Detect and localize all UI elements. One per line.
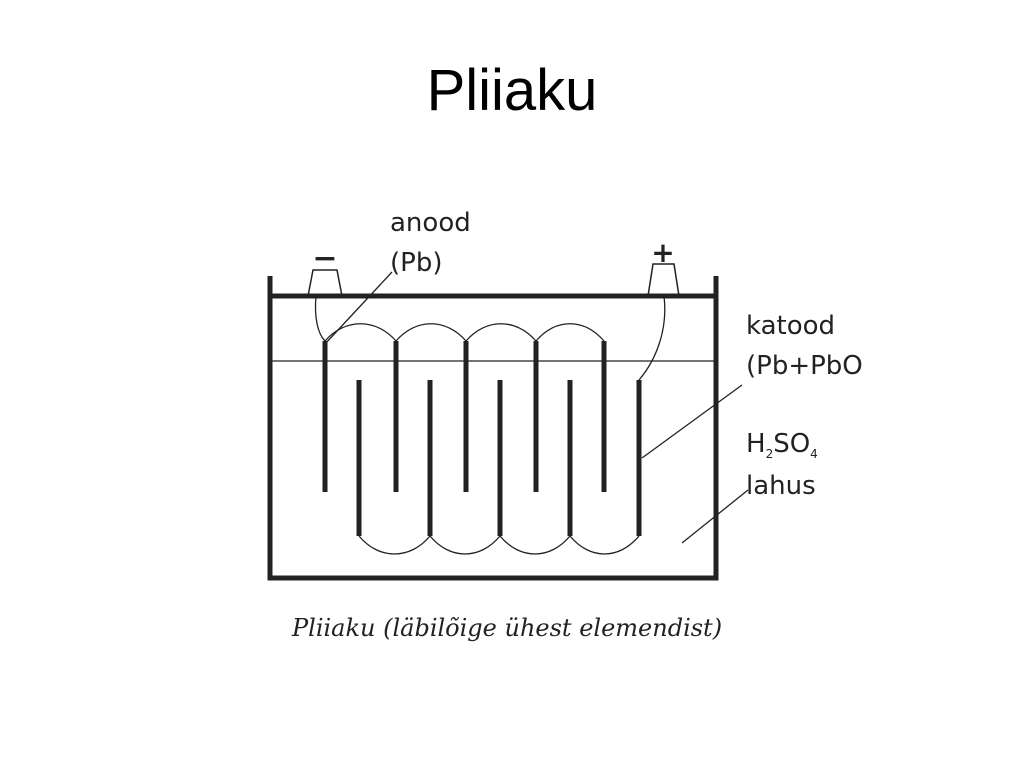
anode-strap <box>324 323 605 342</box>
terminal-positive-post <box>647 263 680 297</box>
anode-plates <box>322 341 607 492</box>
cathode-strap <box>358 534 640 555</box>
plate-connectors <box>314 295 666 555</box>
cathode-plates <box>356 380 642 536</box>
terminal-positive-sign: + <box>651 236 674 269</box>
cathode-material: (Pb+PbO <box>746 351 863 381</box>
slide-title: Pliiaku <box>426 58 598 123</box>
cathode-label: katood <box>746 311 835 341</box>
cathode-leader <box>641 384 743 459</box>
electrolyte-sub4: 4 <box>810 447 818 461</box>
electrolyte-leader <box>681 489 749 544</box>
electrolyte-so: SO <box>773 429 810 459</box>
electrolyte-h: H <box>746 429 766 459</box>
positive-lead-wire <box>638 295 666 381</box>
leader-lines <box>324 271 749 544</box>
electrolyte-formula: H2SO4 <box>746 429 818 461</box>
electrolyte-sub2: 2 <box>766 447 774 461</box>
anode-leader <box>324 271 393 345</box>
diagram-caption: Pliiaku (läbilõige ühest elemendist) <box>291 614 722 642</box>
negative-lead-wire <box>314 295 326 342</box>
electrolyte-label: lahus <box>746 471 816 501</box>
terminal-negative-sign: − <box>312 241 337 276</box>
case-walls <box>267 276 719 581</box>
anode-label: anood <box>390 208 471 238</box>
terminal-negative-post <box>307 269 343 297</box>
anode-material: (Pb) <box>390 248 442 278</box>
battery-case <box>267 276 719 581</box>
